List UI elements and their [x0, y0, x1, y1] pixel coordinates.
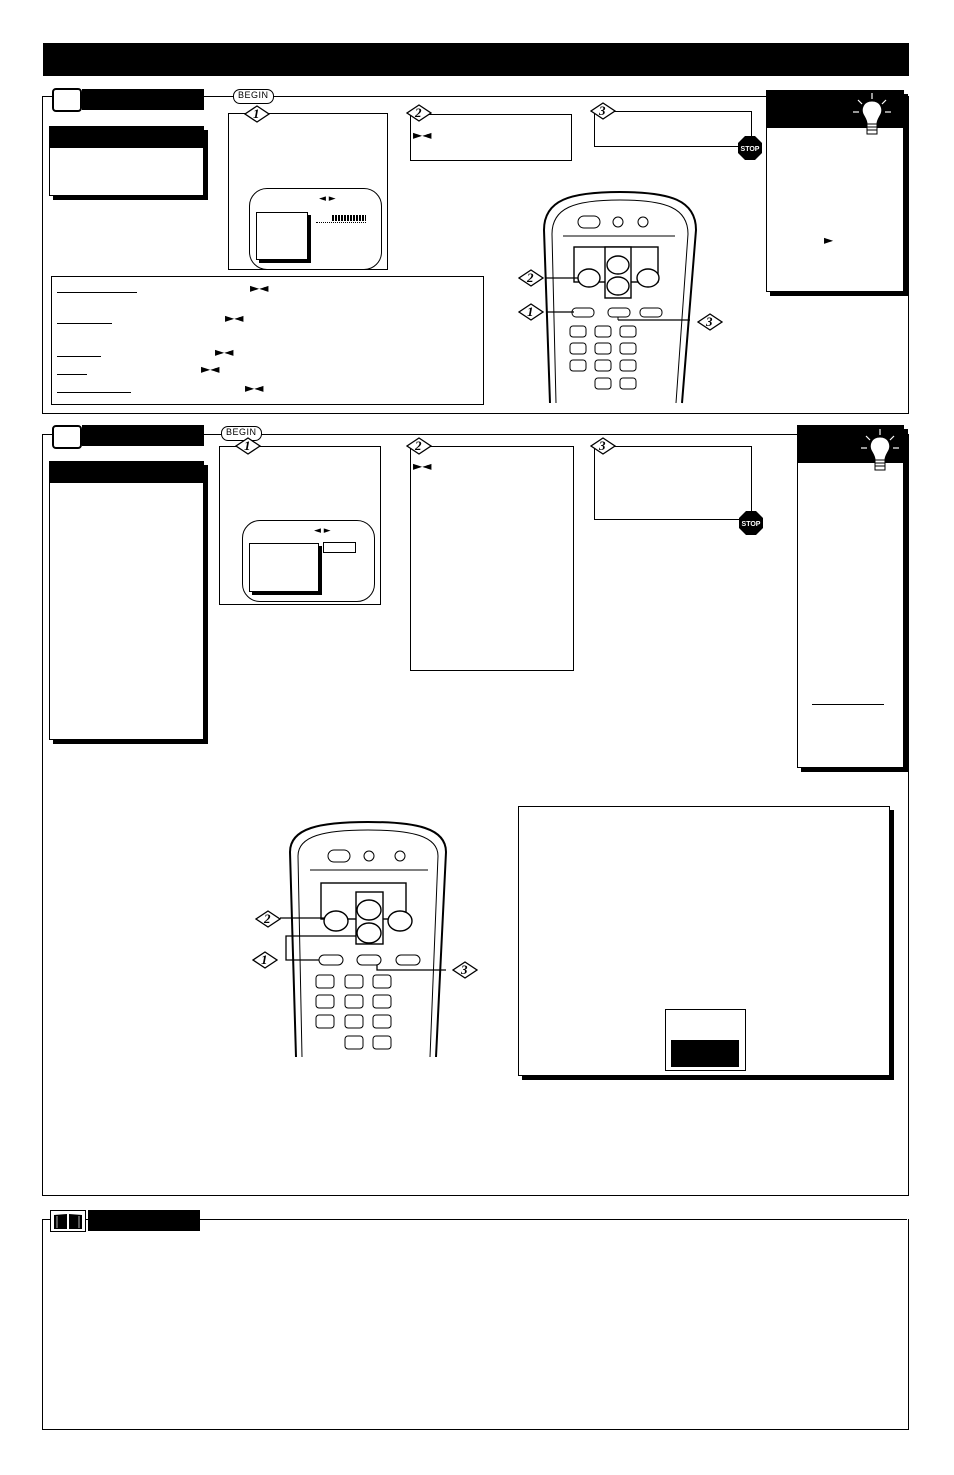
step-1-box [219, 446, 381, 605]
tip-arrow: ► [824, 233, 834, 247]
book-icon [50, 1210, 86, 1232]
section-1-top-rule [42, 96, 907, 97]
step-3-marker [590, 102, 616, 120]
arrow-glyphs: ►◄ [413, 459, 432, 473]
osd-level-bar [332, 215, 366, 221]
section-3-top-rule [42, 1219, 907, 1220]
step-3-box [594, 446, 752, 520]
step-1-marker [235, 437, 261, 455]
section-2-header-bar [82, 425, 204, 446]
section-3 [42, 1219, 909, 1430]
remote-callout-3 [452, 961, 478, 979]
osd-level-scale [316, 222, 366, 223]
option-label-4 [57, 374, 87, 375]
begin-badge: BEGIN [233, 89, 274, 104]
step-3-number: 3 [599, 103, 606, 118]
option-label-1 [57, 292, 137, 293]
options-list-box [51, 276, 484, 405]
remote-callout-3-number: 3 [461, 962, 468, 977]
osd-arrows: ◄ ► [314, 526, 331, 536]
step-3-number: 3 [599, 438, 606, 453]
remote-callout-1-number: 1 [527, 304, 534, 319]
intro-box-header [49, 126, 204, 148]
option-label-5 [57, 392, 131, 393]
remote-callout-2 [255, 910, 281, 928]
section-1-header-bar [82, 89, 204, 110]
section-2 [42, 434, 909, 1196]
lightbulb-icon [858, 428, 902, 476]
step-3-marker [590, 437, 616, 455]
arrow-glyphs: ►◄ [413, 128, 432, 142]
option-arrows-5: ►◄ [245, 381, 264, 395]
option-arrows-2: ►◄ [225, 311, 244, 325]
tv-icon [52, 88, 82, 112]
step-2-marker [406, 104, 432, 122]
step-3-box [594, 111, 752, 147]
stop-sign-icon: STOP [738, 136, 762, 160]
svg-text:STOP: STOP [741, 146, 760, 153]
intro-box-2-header [49, 461, 204, 483]
remote-callout-2-number: 2 [264, 911, 271, 926]
option-label-2 [57, 323, 112, 324]
option-arrows-4: ►◄ [201, 362, 220, 376]
option-arrows-1: ►◄ [250, 281, 269, 295]
osd-menu [249, 543, 319, 592]
osd-menu [256, 212, 308, 260]
section-2-top-rule [42, 434, 907, 435]
remote-callout-3 [697, 313, 723, 331]
section-3-header-bar [88, 1210, 200, 1231]
remote-control-1 [500, 190, 740, 404]
page-title-bar [43, 43, 909, 76]
tip-box-2 [797, 425, 904, 768]
tip-2-rule [812, 704, 884, 705]
svg-text:STOP: STOP [742, 521, 761, 528]
remote-callout-1 [252, 951, 278, 969]
step-1-number: 1 [253, 106, 260, 121]
step-1-number: 1 [244, 438, 251, 453]
remote-callout-1 [518, 303, 544, 321]
intro-box-2 [49, 461, 204, 740]
remote-callout-2-number: 2 [527, 270, 534, 285]
begin-badge: BEGIN [221, 426, 262, 441]
tv-icon [52, 425, 82, 449]
osd-value-field [323, 542, 356, 553]
remote-callout-2 [518, 269, 544, 287]
step-2-box [410, 114, 572, 161]
step-2-box [410, 446, 574, 671]
option-arrows-3: ►◄ [215, 345, 234, 359]
stop-sign-icon: STOP [739, 511, 763, 535]
option-label-3 [57, 356, 101, 357]
lightbulb-icon [850, 92, 894, 140]
step-2-number: 2 [415, 438, 422, 453]
step-2-number: 2 [415, 105, 422, 120]
section-1 [42, 96, 909, 414]
step-2-marker [406, 437, 432, 455]
remote-callout-1-number: 1 [261, 952, 268, 967]
info-panel-screen-bar [671, 1040, 739, 1067]
step-1-marker [244, 105, 270, 123]
remote-control-2 [250, 820, 490, 1058]
remote-callout-3-number: 3 [706, 314, 713, 329]
osd-arrows: ◄ ► [319, 194, 336, 204]
